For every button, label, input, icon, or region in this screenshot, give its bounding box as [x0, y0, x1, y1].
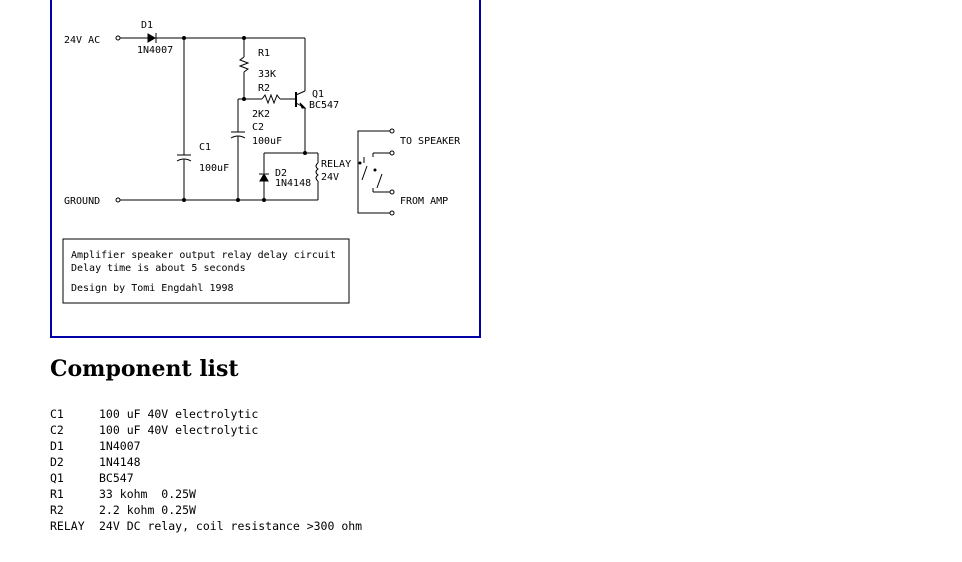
component-row: D2 1N4148 — [50, 454, 362, 470]
component-row: C2 100 uF 40V electrolytic — [50, 422, 362, 438]
c1-ref-label: C1 — [199, 142, 211, 153]
resistor-r2-symbol — [244, 93, 296, 105]
component-desc: 2.2 kohm 0.25W — [99, 503, 196, 517]
component-desc: 24V DC relay, coil resistance >300 ohm — [99, 519, 363, 533]
component-desc: 100 uF 40V electrolytic — [99, 407, 259, 421]
r2-ref-label: R2 — [258, 83, 270, 94]
from-amp-label: FROM AMP — [400, 196, 448, 207]
d2-ref-label: D2 — [275, 168, 287, 179]
note-line-2: Delay time is about 5 seconds — [71, 263, 246, 274]
diode-d1-symbol — [147, 33, 157, 43]
note-line-3: Design by Tomi Engdahl 1998 — [71, 283, 234, 294]
component-ref: C2 — [50, 423, 64, 437]
diode-d2-symbol — [259, 152, 318, 200]
component-ref: R1 — [50, 487, 64, 501]
component-ref: D1 — [50, 439, 64, 453]
relay-contacts-symbol — [357, 130, 391, 214]
component-desc: 33 kohm 0.25W — [99, 487, 196, 501]
component-row: RELAY 24V DC relay, coil resistance >300 … — [50, 518, 362, 534]
component-desc: BC547 — [99, 471, 134, 485]
junction-dots — [182, 36, 377, 202]
circuit-schematic: 24V AC GROUND D1 1N4007 R1 33K R2 2K2 C2… — [50, 0, 481, 338]
component-ref: RELAY — [50, 519, 85, 533]
input-label: 24V AC — [64, 35, 100, 46]
component-desc: 1N4148 — [99, 455, 141, 469]
c2-value-label: 100uF — [252, 136, 282, 147]
terminals — [115, 35, 395, 216]
d1-ref-label: D1 — [141, 20, 153, 31]
capacitor-c1-symbol — [176, 38, 192, 200]
schematic-frame — [50, 0, 481, 338]
component-ref: Q1 — [50, 471, 64, 485]
component-row: R2 2.2 kohm 0.25W — [50, 502, 362, 518]
note-line-1: Amplifier speaker output relay delay cir… — [71, 250, 336, 261]
q1-ref-label: Q1 — [312, 89, 324, 100]
component-row: D1 1N4007 — [50, 438, 362, 454]
relay-coil-symbol — [315, 153, 319, 200]
component-list-heading: Component list — [50, 356, 239, 382]
input-wire — [120, 37, 306, 91]
c2-ref-label: C2 — [252, 122, 264, 133]
ground-label: GROUND — [64, 196, 100, 207]
component-row: R1 33 kohm 0.25W — [50, 486, 362, 502]
component-row: C1 100 uF 40V electrolytic — [50, 406, 362, 422]
r1-value-label: 33K — [258, 69, 276, 80]
r2-value-label: 2K2 — [252, 109, 270, 120]
q1-value-label: BC547 — [309, 100, 339, 111]
relay-value-label: 24V — [321, 172, 339, 183]
r1-ref-label: R1 — [258, 48, 270, 59]
d1-value-label: 1N4007 — [137, 45, 173, 56]
capacitor-c2-symbol — [230, 98, 246, 200]
component-row: Q1 BC547 — [50, 470, 362, 486]
component-ref: C1 — [50, 407, 64, 421]
to-speaker-label: TO SPEAKER — [400, 136, 461, 147]
component-desc: 1N4007 — [99, 439, 141, 453]
resistor-r1-symbol — [238, 38, 250, 99]
note-box — [62, 238, 350, 304]
c1-value-label: 100uF — [199, 163, 229, 174]
component-desc: 100 uF 40V electrolytic — [99, 423, 259, 437]
component-ref: R2 — [50, 503, 64, 517]
d2-value-label: 1N4148 — [275, 178, 311, 189]
relay-ref-label: RELAY — [321, 159, 351, 170]
transistor-q1-symbol — [295, 90, 307, 153]
component-ref: D2 — [50, 455, 64, 469]
